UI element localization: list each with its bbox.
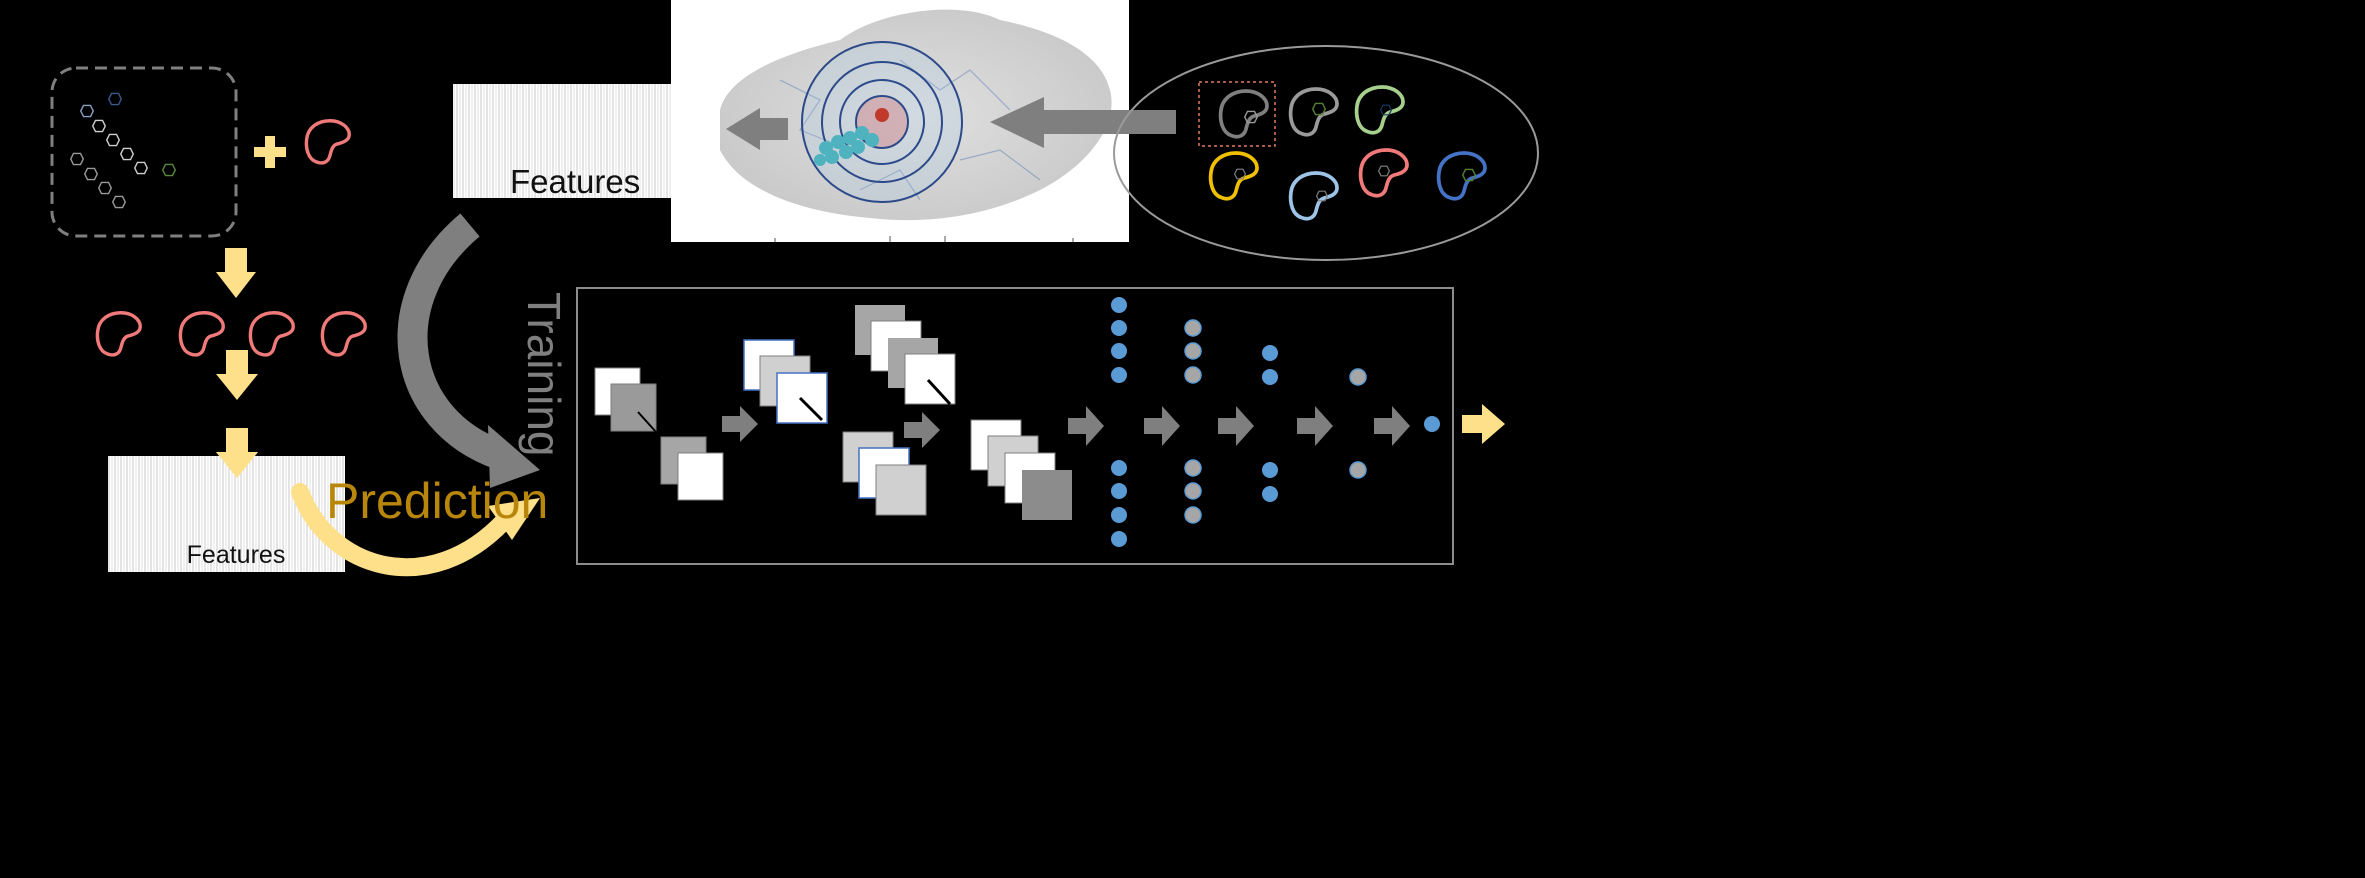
down-arrow-icon bbox=[216, 248, 256, 298]
right-arrow-icon bbox=[1068, 406, 1410, 446]
ligand-library-box bbox=[50, 66, 238, 238]
output-arrow-icon bbox=[1462, 404, 1505, 444]
left-arrow-icon bbox=[990, 97, 1176, 148]
training-label: Training bbox=[518, 292, 570, 456]
dense-layer-2 bbox=[1184, 319, 1202, 524]
prediction-label: Prediction bbox=[326, 473, 548, 529]
cnn-panel bbox=[576, 287, 1505, 565]
prediction-arrow: Prediction bbox=[291, 473, 548, 577]
pocket-ensemble bbox=[1113, 45, 1539, 261]
down-arrow-icon bbox=[216, 428, 258, 478]
pocket-row bbox=[95, 310, 368, 357]
protein-pocket-icon bbox=[304, 118, 352, 165]
output-neuron bbox=[1424, 416, 1440, 432]
features-label-top: Features bbox=[510, 163, 640, 200]
features-label-bottom: Features bbox=[187, 541, 286, 569]
features-panel-top: Features bbox=[453, 84, 685, 200]
dense-layer-1 bbox=[1111, 297, 1127, 547]
hexagon-ligand-icon bbox=[70, 92, 176, 209]
training-arrow bbox=[397, 213, 540, 488]
dense-layer-3 bbox=[1262, 345, 1278, 502]
plus-icon bbox=[254, 136, 286, 168]
dense-layer-4 bbox=[1349, 368, 1367, 479]
